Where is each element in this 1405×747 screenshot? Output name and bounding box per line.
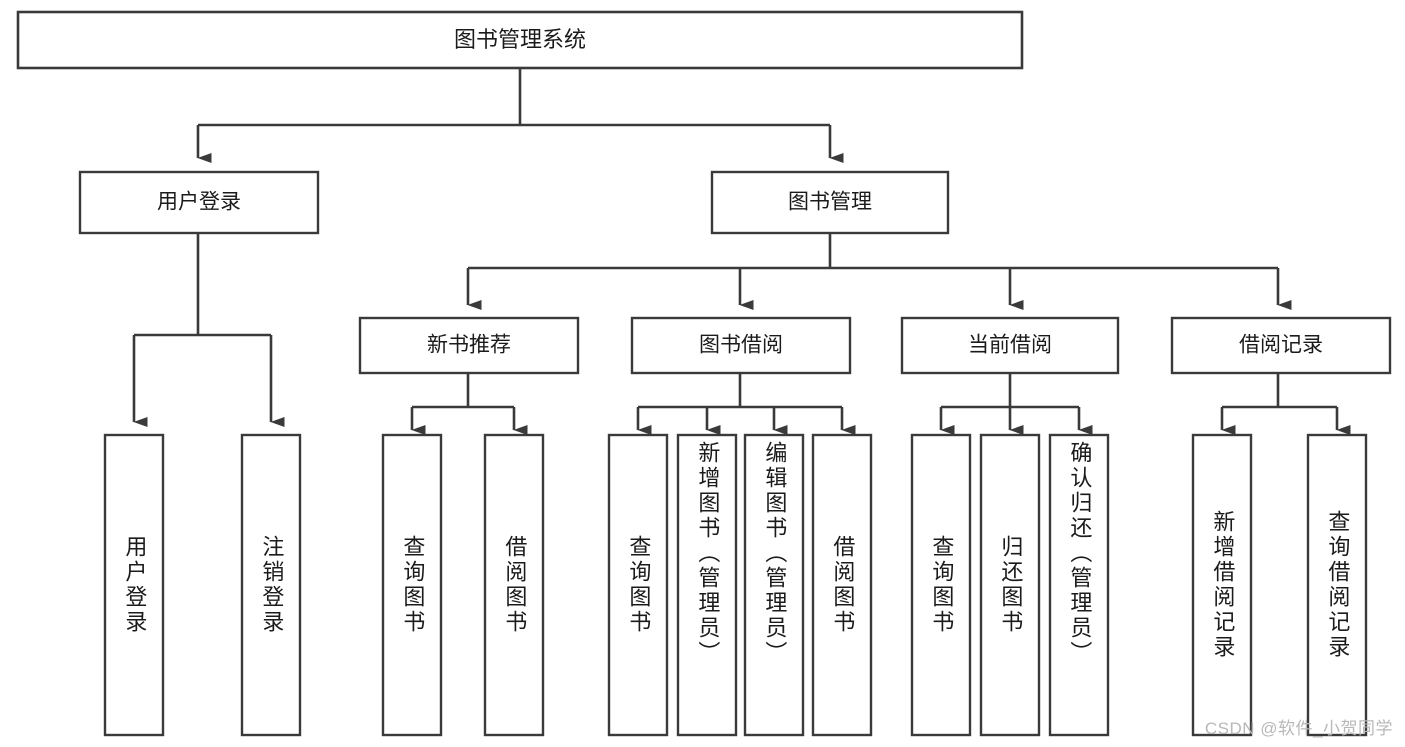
node-book-manage-label: 图书管理 <box>788 191 872 214</box>
node-new-book-recommend-label: 新书推荐 <box>427 334 511 357</box>
leaf-return-book-box[interactable] <box>979 433 1041 737</box>
leaf-borrow-book-2-box[interactable] <box>811 433 873 737</box>
leaf-box-layer <box>103 433 1368 737</box>
leaf-add-record-box[interactable] <box>1191 433 1253 737</box>
connector-layer <box>132 68 1351 435</box>
leaf-edit-book-box[interactable] <box>743 433 805 737</box>
node-book-borrow-box[interactable] <box>630 316 852 375</box>
node-borrow-record-box[interactable] <box>1170 316 1392 375</box>
node-current-borrow-box[interactable] <box>900 316 1120 375</box>
leaf-query-record-box[interactable] <box>1306 433 1368 737</box>
node-book-borrow[interactable]: 图书借阅 <box>630 316 852 375</box>
leaf-query-book-2-box[interactable] <box>607 433 669 737</box>
node-borrow-record[interactable]: 借阅记录 <box>1170 316 1392 375</box>
node-user-login-label: 用户登录 <box>157 191 241 214</box>
node-current-borrow[interactable]: 当前借阅 <box>900 316 1120 375</box>
watermark-text: CSDN @软件_小贺同学 <box>1204 719 1393 738</box>
leaf-query-book-3-box[interactable] <box>910 433 972 737</box>
leaf-borrow-book-1-box[interactable] <box>483 433 545 737</box>
node-borrow-record-label: 借阅记录 <box>1239 334 1323 357</box>
node-user-login[interactable]: 用户登录 <box>78 170 320 235</box>
leaf-query-book-1-box[interactable] <box>381 433 443 737</box>
node-current-borrow-label: 当前借阅 <box>968 334 1052 357</box>
node-book-borrow-label: 图书借阅 <box>699 334 783 357</box>
node-root[interactable]: 图书管理系统 <box>16 10 1024 70</box>
leaf-logout-login-box[interactable] <box>240 433 302 737</box>
node-book-manage[interactable]: 图书管理 <box>710 170 950 235</box>
node-root-label: 图书管理系统 <box>454 27 586 52</box>
leaf-add-book-box[interactable] <box>676 433 738 737</box>
leaf-user-login-box[interactable] <box>103 433 165 737</box>
leaf-confirm-return-box[interactable] <box>1048 433 1110 737</box>
node-user-login-box[interactable] <box>78 170 320 235</box>
node-root-box[interactable] <box>16 10 1024 70</box>
node-new-book-recommend-box[interactable] <box>358 316 580 375</box>
node-new-book-recommend[interactable]: 新书推荐 <box>358 316 580 375</box>
node-book-manage-box[interactable] <box>710 170 950 235</box>
